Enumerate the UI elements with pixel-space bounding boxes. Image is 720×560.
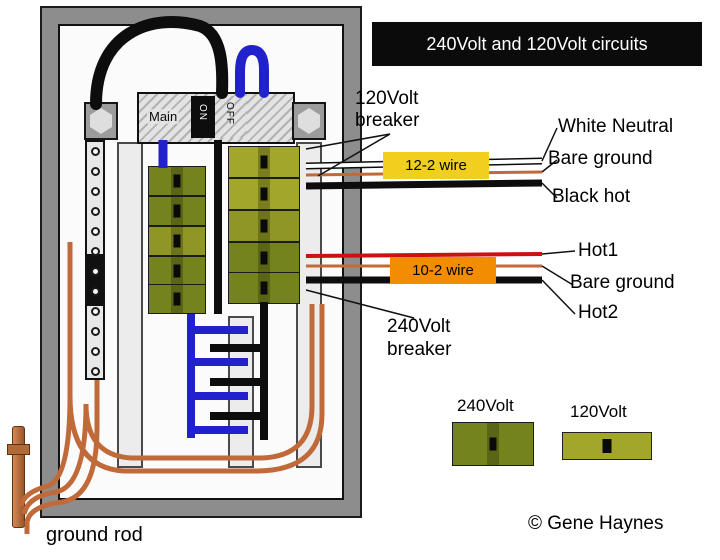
breaker-slot-strip-center [228,316,254,468]
label-bare-ground-top: Bare ground [548,148,653,169]
legend-120v-swatch [562,432,652,460]
neutral-bus-bar [85,140,105,380]
ground-rod-clamp [7,444,30,455]
ground-rod [12,426,25,528]
cable-tag-10-2: 10-2 wire [390,257,496,284]
label-240v-breaker-line1: 240Volt [387,316,451,337]
legend-240v-swatch [452,422,534,466]
cable-tag-12-2: 12-2 wire [383,152,489,179]
breaker-120v [228,210,300,242]
label-black-hot: Black hot [552,186,631,207]
breaker-240v [148,256,206,286]
main-breaker-on-block: ON [191,96,215,138]
legend-240v-label: 240Volt [457,396,514,415]
breaker-120v [228,146,300,178]
label-white-neutral: White Neutral [558,116,674,137]
main-breaker-off-block: OFF [215,96,247,138]
hex-nut-left-icon [84,102,118,140]
legend-120v-label: 120Volt [570,402,627,421]
label-120v-breaker-line2: breaker [355,110,420,131]
label-240v-breaker-line2: breaker [387,339,452,360]
breaker-240v [148,196,206,226]
off-label: OFF [224,102,235,125]
label-ground-rod: ground rod [46,524,143,546]
breaker-240v [228,272,300,304]
breaker-240v [148,166,206,196]
main-breaker-label: Main [147,109,180,124]
on-label: ON [197,104,208,121]
label-bare-ground-bottom: Bare ground [570,272,675,293]
breaker-120v [228,178,300,210]
breaker-240v [228,242,300,274]
label-hot1: Hot1 [578,240,619,261]
breaker-slot-strip-left [117,142,143,468]
label-120v-breaker-line1: 120Volt [355,88,419,109]
diagram-title: 240Volt and 120Volt circuits [372,22,702,66]
breaker-240v [148,284,206,314]
credit-text: © Gene Haynes [528,513,664,534]
hex-nut-right-icon [292,102,326,140]
main-breaker: Main ON OFF [137,92,295,144]
breaker-240v [148,226,206,256]
label-hot2: Hot2 [578,302,619,323]
